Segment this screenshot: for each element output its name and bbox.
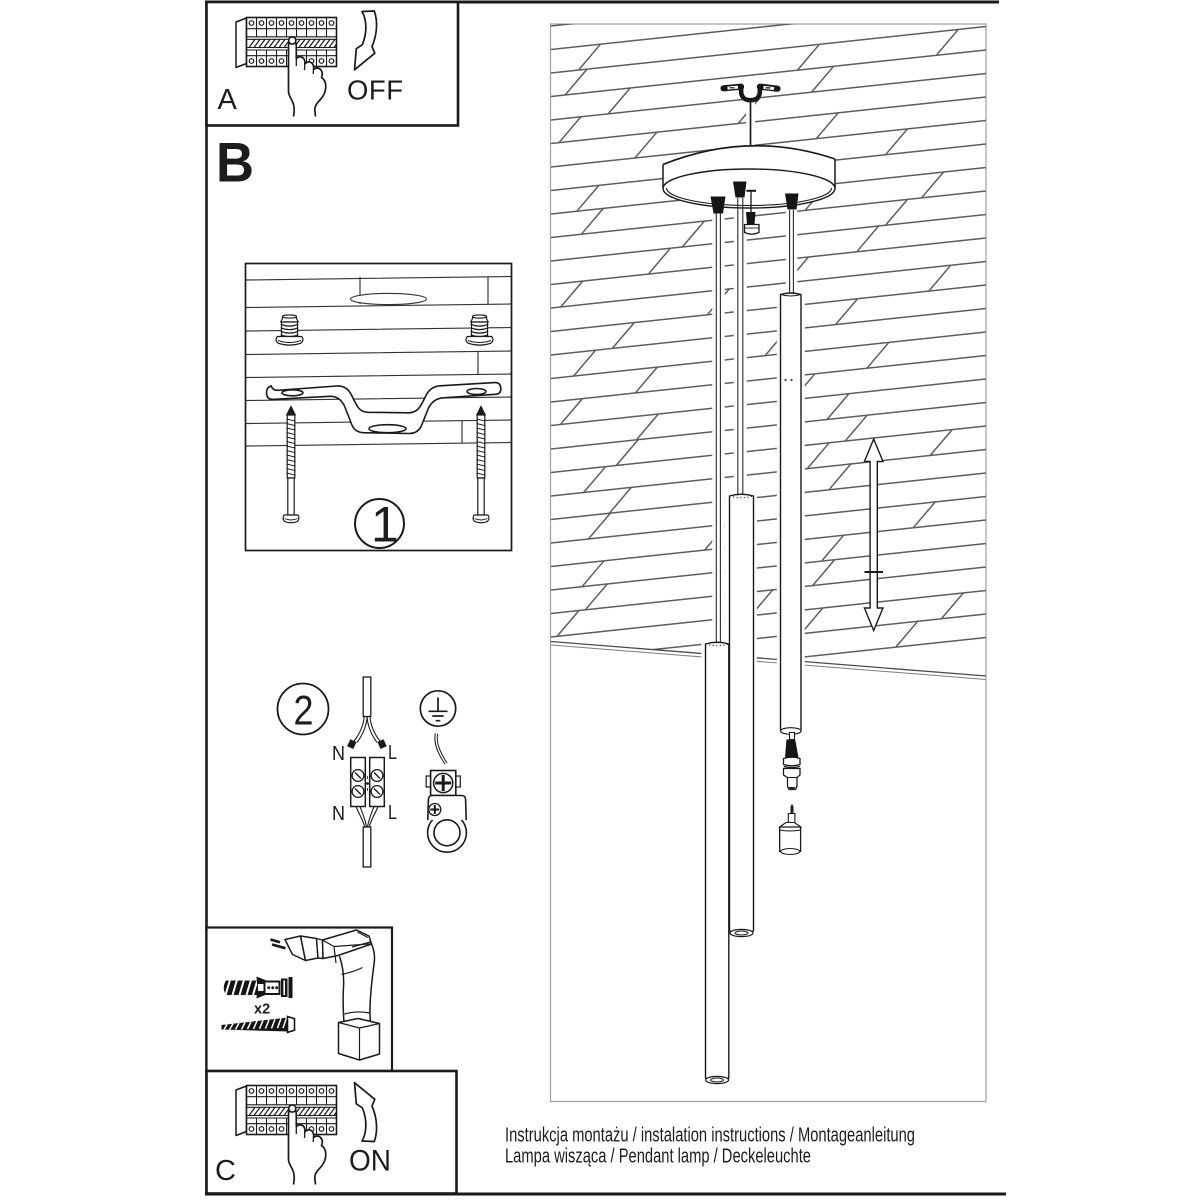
svg-text:B: B bbox=[216, 131, 254, 194]
svg-text:N: N bbox=[332, 743, 345, 765]
svg-text:x2: x2 bbox=[254, 1002, 270, 1018]
svg-text:OFF: OFF bbox=[347, 75, 404, 106]
svg-text:Lampa wisząca / Pendant lamp /: Lampa wisząca / Pendant lamp / Deckeleuc… bbox=[505, 1145, 811, 1168]
svg-text:L: L bbox=[388, 802, 397, 824]
svg-text:Instrukcja montażu / instalati: Instrukcja montażu / instalation instruc… bbox=[505, 1124, 915, 1147]
svg-text:L: L bbox=[388, 742, 397, 764]
svg-text:N: N bbox=[332, 803, 345, 825]
svg-text:1: 1 bbox=[371, 497, 399, 553]
svg-text:A: A bbox=[218, 84, 238, 116]
svg-text:2: 2 bbox=[294, 687, 314, 734]
svg-text:C: C bbox=[215, 1155, 236, 1187]
svg-text:ON: ON bbox=[349, 1145, 391, 1178]
